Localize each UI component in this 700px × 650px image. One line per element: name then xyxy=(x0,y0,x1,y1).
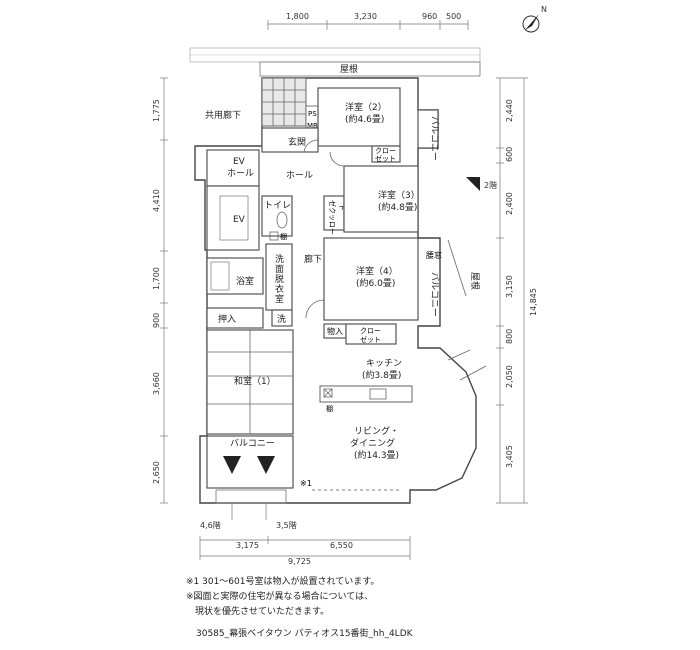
mado-label: 腰窓 xyxy=(426,250,442,260)
living-line1: リビング・ xyxy=(354,425,399,437)
closet1-line2: ゼット xyxy=(375,154,396,163)
room3-name: 洋室（3） xyxy=(378,189,420,201)
genkan-label: 玄関 xyxy=(288,136,306,148)
toilet-label: トイレ xyxy=(264,201,291,211)
room4-size: (約6.0畳) xyxy=(356,277,395,289)
bottom-dim-1: 3,175 xyxy=(236,541,259,550)
closet1-line1: クロー xyxy=(375,147,396,155)
bottom-dimension: 3,175 6,550 9,725 xyxy=(199,536,411,566)
hall-label: ホール xyxy=(286,170,313,181)
bottom-dim-total: 9,725 xyxy=(288,557,311,566)
closet2-line1: クロー xyxy=(360,327,381,335)
floor-label-46: 4,6階 xyxy=(200,520,221,530)
left-dimension: 1,775 4,410 1,700 900 3,660 2,650 xyxy=(152,77,168,504)
left-dim-6: 2,650 xyxy=(152,461,161,484)
senmen-3: 脱 xyxy=(275,273,284,285)
right-dimension: 2,440 600 2,400 3,150 800 2,050 3,405 14… xyxy=(496,77,538,504)
top-dim-1: 1,800 xyxy=(286,12,309,21)
down-arrow-icon xyxy=(257,456,275,474)
ev-hall-line1: EV xyxy=(233,157,246,167)
common-corridor-label: 共用廊下 xyxy=(205,109,241,121)
right-dim-2: 600 xyxy=(505,147,514,162)
ps-label: PS xyxy=(308,110,317,118)
oshiire-label: 押入 xyxy=(218,313,236,325)
walkin-label: ゼクッロー xyxy=(328,200,337,235)
floor-label-35: 3,5階 xyxy=(276,520,297,530)
tana-label: 棚 xyxy=(280,232,287,241)
note-mark: ※1 xyxy=(300,479,312,488)
room2-name: 洋室（2） xyxy=(345,101,387,113)
senmen-1: 洗 xyxy=(275,253,284,265)
senmen-2: 面 xyxy=(275,264,284,275)
footnote-3: 現状を優先させていただきます。 xyxy=(186,607,330,617)
compass-icon: N xyxy=(522,5,547,33)
room2-size: (約4.6畳) xyxy=(345,113,384,125)
left-dim-3: 1,700 xyxy=(152,267,161,290)
ev-hall-line2: ホール xyxy=(227,168,254,179)
closet2-line2: ゼット xyxy=(360,335,381,344)
caption: 30585_幕張ベイタウン パティオス15番街_hh_4LDK xyxy=(196,629,413,639)
roof-top-label: 屋根 xyxy=(340,63,358,75)
balcony-bottom-label: バルコニー xyxy=(230,438,275,449)
tana2-label: 棚 xyxy=(326,404,333,413)
left-dim-1: 1,775 xyxy=(152,99,161,122)
right-dim-total: 14,845 xyxy=(529,288,538,316)
left-dim-4: 900 xyxy=(152,313,161,328)
footnote-1: ※1 301～601号室は物入が設置されています。 xyxy=(186,577,380,587)
senmen-4: 衣 xyxy=(275,283,284,295)
right-floor-label: 2階 xyxy=(484,180,497,190)
down-arrow-icon xyxy=(223,456,241,474)
balcony-mid-label: バルコニー xyxy=(429,272,440,317)
mb-label: MB xyxy=(307,122,318,130)
sen-label: 洗 xyxy=(277,313,286,325)
living-line3: (約14.3畳) xyxy=(354,449,399,461)
top-dim-3: 960 xyxy=(422,12,437,21)
rouka-label: 廊下 xyxy=(304,253,322,265)
washitsu-name: 和室（1） xyxy=(234,375,276,387)
living-line2: ダイニング xyxy=(350,437,395,449)
right-dim-7: 3,405 xyxy=(505,445,514,468)
right-dim-4: 3,150 xyxy=(505,275,514,298)
top-dim-2: 3,230 xyxy=(354,12,377,21)
kitchen-size: (約3.8畳) xyxy=(362,369,401,381)
walkin-label2: ト xyxy=(338,204,346,211)
bath-label: 浴室 xyxy=(236,275,254,287)
room4-name: 洋室（4） xyxy=(356,265,398,277)
room3-size: (約4.8畳) xyxy=(378,201,417,213)
floor-marker-icon xyxy=(466,177,480,191)
roof-right-label: 屋根 xyxy=(469,272,481,290)
left-dim-5: 3,660 xyxy=(152,372,161,395)
senmen-5: 室 xyxy=(275,293,284,305)
top-dim-4: 500 xyxy=(446,12,461,21)
right-dim-1: 2,440 xyxy=(505,99,514,122)
top-dimension: 1,800 3,230 960 500 xyxy=(267,12,469,30)
right-dim-5: 800 xyxy=(505,329,514,344)
right-dim-3: 2,400 xyxy=(505,192,514,215)
motsuiri-label: 物入 xyxy=(327,326,343,336)
right-dim-6: 2,050 xyxy=(505,365,514,388)
balcony-top-label: バルコニー xyxy=(429,116,440,161)
bottom-dim-2: 6,550 xyxy=(330,541,353,550)
kitchen-name: キッチン xyxy=(366,358,402,369)
left-dim-2: 4,410 xyxy=(152,189,161,212)
footnote-2: ※図面と実際の住宅が異なる場合については、 xyxy=(186,592,374,602)
stairwell xyxy=(261,77,307,127)
compass-label: N xyxy=(541,5,547,14)
ev-label: EV xyxy=(233,215,246,225)
